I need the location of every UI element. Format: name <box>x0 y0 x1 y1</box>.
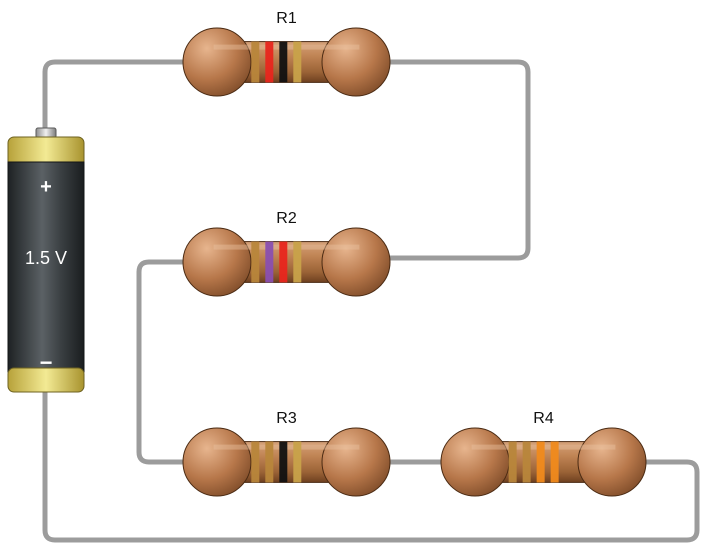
resistor-end-cap <box>182 427 252 497</box>
resistor-r4: R4 <box>440 410 647 497</box>
resistor-color-band <box>251 441 260 483</box>
resistor-color-band <box>251 241 260 283</box>
resistor-color-band <box>279 241 288 283</box>
resistor-label: R3 <box>276 410 297 427</box>
wire-r1-to-r2 <box>382 59 531 261</box>
resistor-color-band <box>508 441 517 483</box>
wire-r4-to-battery <box>42 389 700 543</box>
battery-voltage-label: 1.5 V <box>25 248 67 268</box>
resistor-end-cap <box>440 427 510 497</box>
resistor-color-band <box>251 41 260 83</box>
resistor-color-band <box>536 441 545 483</box>
resistor-end-cap <box>577 427 647 497</box>
battery-negative-symbol: − <box>40 350 53 375</box>
resistor-color-band <box>265 41 274 83</box>
resistor-color-band <box>293 441 302 483</box>
resistor-color-band <box>265 441 274 483</box>
battery-bottom-cap <box>7 367 85 393</box>
resistor-color-band <box>265 241 274 283</box>
wires <box>42 59 700 543</box>
resistor-color-band <box>293 41 302 83</box>
resistor-end-cap <box>321 427 391 497</box>
resistor-r3: R3 <box>182 410 391 497</box>
resistor-end-cap <box>321 227 391 297</box>
resistor-r2: R2 <box>182 210 391 297</box>
resistor-label: R4 <box>533 410 554 427</box>
wire-battery-to-r1 <box>42 59 188 141</box>
resistor-r1: R1 <box>182 10 391 97</box>
battery: + 1.5 V − <box>7 127 85 393</box>
resistor-label: R1 <box>276 10 297 27</box>
resistor-color-band <box>522 441 531 483</box>
resistor-label: R2 <box>276 210 297 227</box>
battery-positive-symbol: + <box>40 176 52 198</box>
resistor-end-cap <box>321 27 391 97</box>
resistor-end-cap <box>182 27 252 97</box>
resistor-color-band <box>279 441 288 483</box>
resistor-color-band <box>293 241 302 283</box>
resistor-end-cap <box>182 227 252 297</box>
wire-r2-to-r3 <box>136 259 187 465</box>
resistor-color-band <box>279 41 288 83</box>
resistor-color-band <box>550 441 559 483</box>
battery-body <box>7 161 85 373</box>
